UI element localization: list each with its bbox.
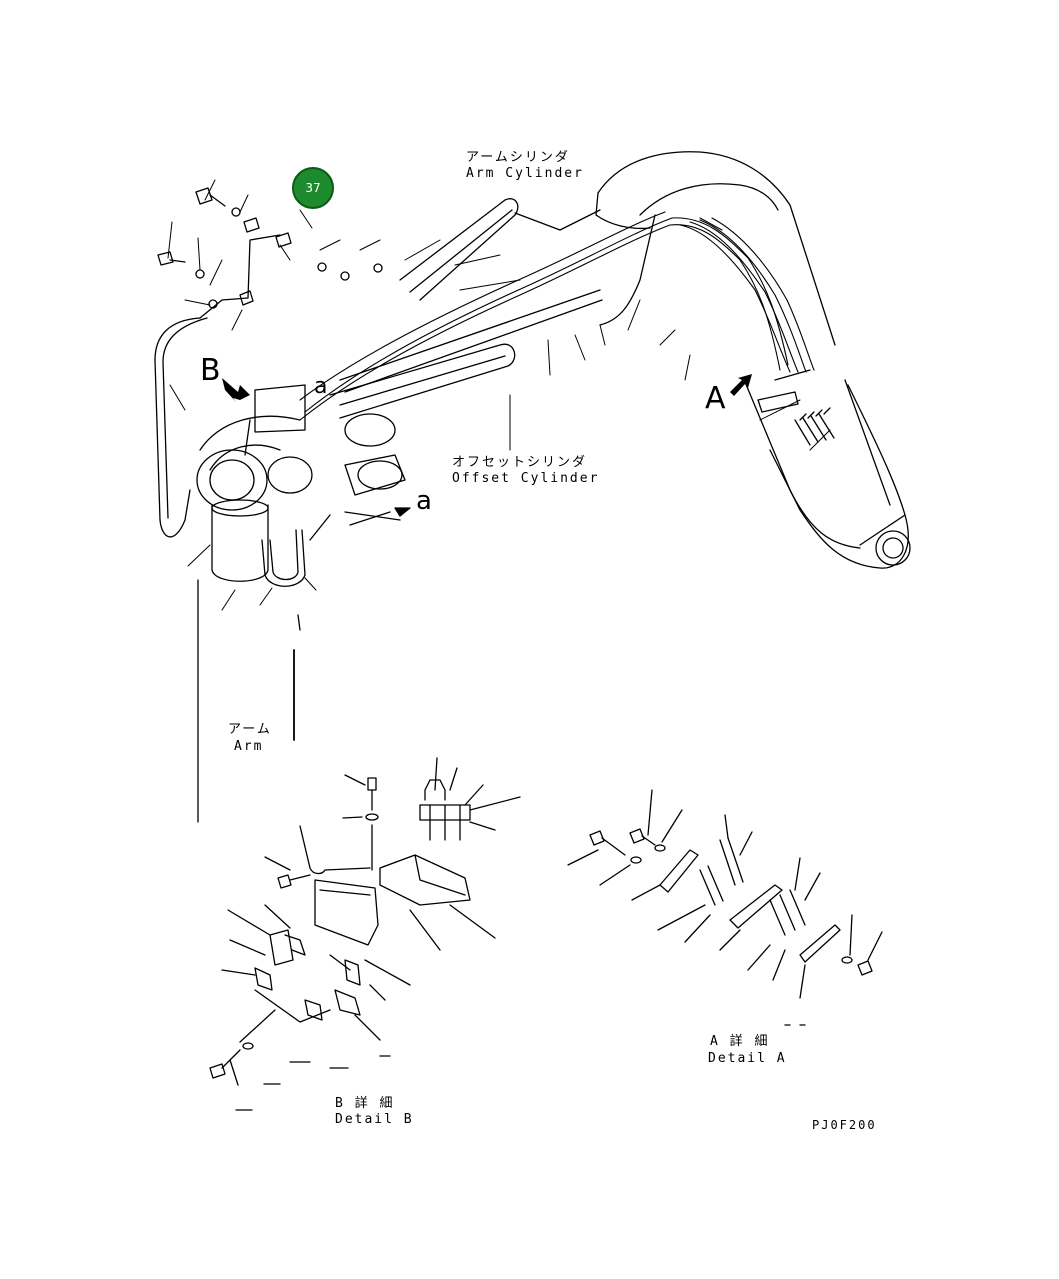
arm-jp-label: アーム bbox=[228, 722, 272, 737]
bolts-top-left bbox=[157, 187, 383, 309]
u-hose bbox=[261, 511, 401, 587]
arm-cylinder-jp-label: アームシリンダ bbox=[466, 150, 570, 165]
left-hose bbox=[154, 234, 281, 538]
detail-b bbox=[209, 757, 521, 1111]
callout-badge-37[interactable]: 37 bbox=[292, 167, 334, 209]
offset-cylinder bbox=[329, 289, 603, 496]
leader-lines bbox=[167, 179, 831, 611]
view-label-a: A bbox=[705, 381, 726, 416]
detail-a-en-label: Detail A bbox=[708, 1051, 787, 1066]
base-assembly bbox=[196, 384, 313, 582]
arm-en-label: Arm bbox=[234, 739, 264, 754]
offset-cylinder-en-label: Offset Cylinder bbox=[452, 471, 600, 486]
boom-outline bbox=[595, 151, 911, 569]
hose-bundle bbox=[299, 211, 815, 421]
arm-cylinder bbox=[399, 198, 601, 301]
view-label-a-lower: a bbox=[416, 486, 432, 516]
detail-a bbox=[567, 789, 883, 1026]
offset-cylinder-jp-label: オフセットシリンダ bbox=[452, 455, 588, 470]
arrow-a-lower bbox=[349, 507, 411, 526]
detail-b-jp-label: B 詳 細 bbox=[335, 1096, 395, 1111]
hose-fittings-right bbox=[757, 369, 835, 446]
detail-b-en-label: Detail B bbox=[335, 1112, 414, 1127]
view-label-a-small: a bbox=[314, 374, 328, 399]
view-arrow-b bbox=[222, 378, 250, 402]
drawing-code: PJ0F200 bbox=[812, 1118, 877, 1132]
view-label-b: B bbox=[200, 353, 221, 388]
view-arrow-a bbox=[730, 374, 752, 396]
detail-a-jp-label: A 詳 細 bbox=[710, 1034, 770, 1049]
arm-cylinder-en-label: Arm Cylinder bbox=[466, 166, 584, 181]
